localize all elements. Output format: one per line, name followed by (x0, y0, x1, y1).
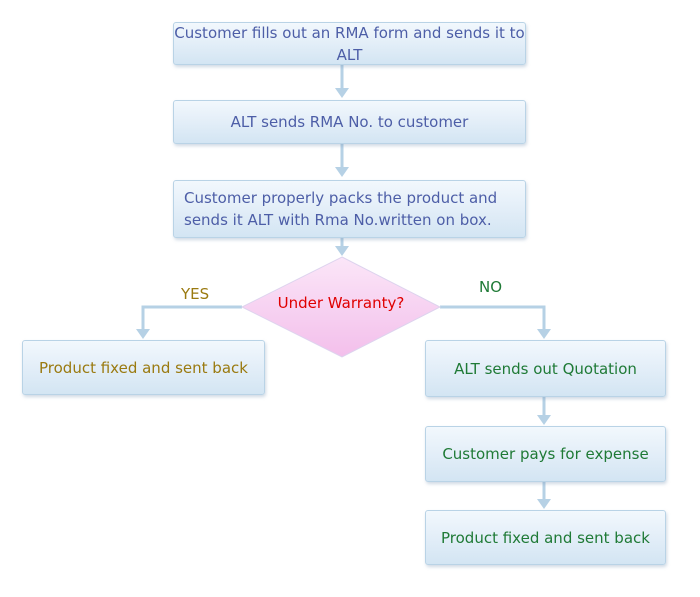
arrowhead-1 (335, 88, 349, 98)
yes-label: YES (181, 285, 210, 303)
no-result-box: Product fixed and sent back (425, 510, 666, 565)
quotation-box: ALT sends out Quotation (425, 340, 666, 397)
step-send-rma-no: ALT sends RMA No. to customer (173, 100, 526, 144)
arrow-yes (141, 305, 242, 332)
arrow-no (440, 305, 546, 332)
arrowhead-no (537, 329, 551, 339)
arrowhead-5 (537, 499, 551, 509)
step-send-rma-no-text: ALT sends RMA No. to customer (230, 113, 469, 131)
arrowhead-4 (537, 415, 551, 425)
arrowhead-yes (136, 329, 150, 339)
step-pack-product-text: Customer properly packs the product and … (184, 189, 498, 229)
arrowhead-3 (335, 246, 349, 256)
quotation-text: ALT sends out Quotation (454, 359, 637, 378)
decision-question: Under Warranty? (277, 294, 405, 312)
decision-diamond (240, 256, 442, 358)
yes-result-box: Product fixed and sent back (22, 340, 265, 395)
step-rma-form: Customer fills out an RMA form and sends… (173, 22, 526, 65)
no-label: NO (479, 278, 503, 296)
payment-box: Customer pays for expense (425, 426, 666, 482)
payment-text: Customer pays for expense (442, 445, 649, 463)
yes-result-text: Product fixed and sent back (39, 358, 248, 377)
step-rma-form-text: Customer fills out an RMA form and sends… (174, 23, 525, 64)
step-pack-product: Customer properly packs the product and … (173, 180, 526, 238)
arrowhead-2 (335, 167, 349, 177)
no-result-text: Product fixed and sent back (441, 528, 650, 547)
